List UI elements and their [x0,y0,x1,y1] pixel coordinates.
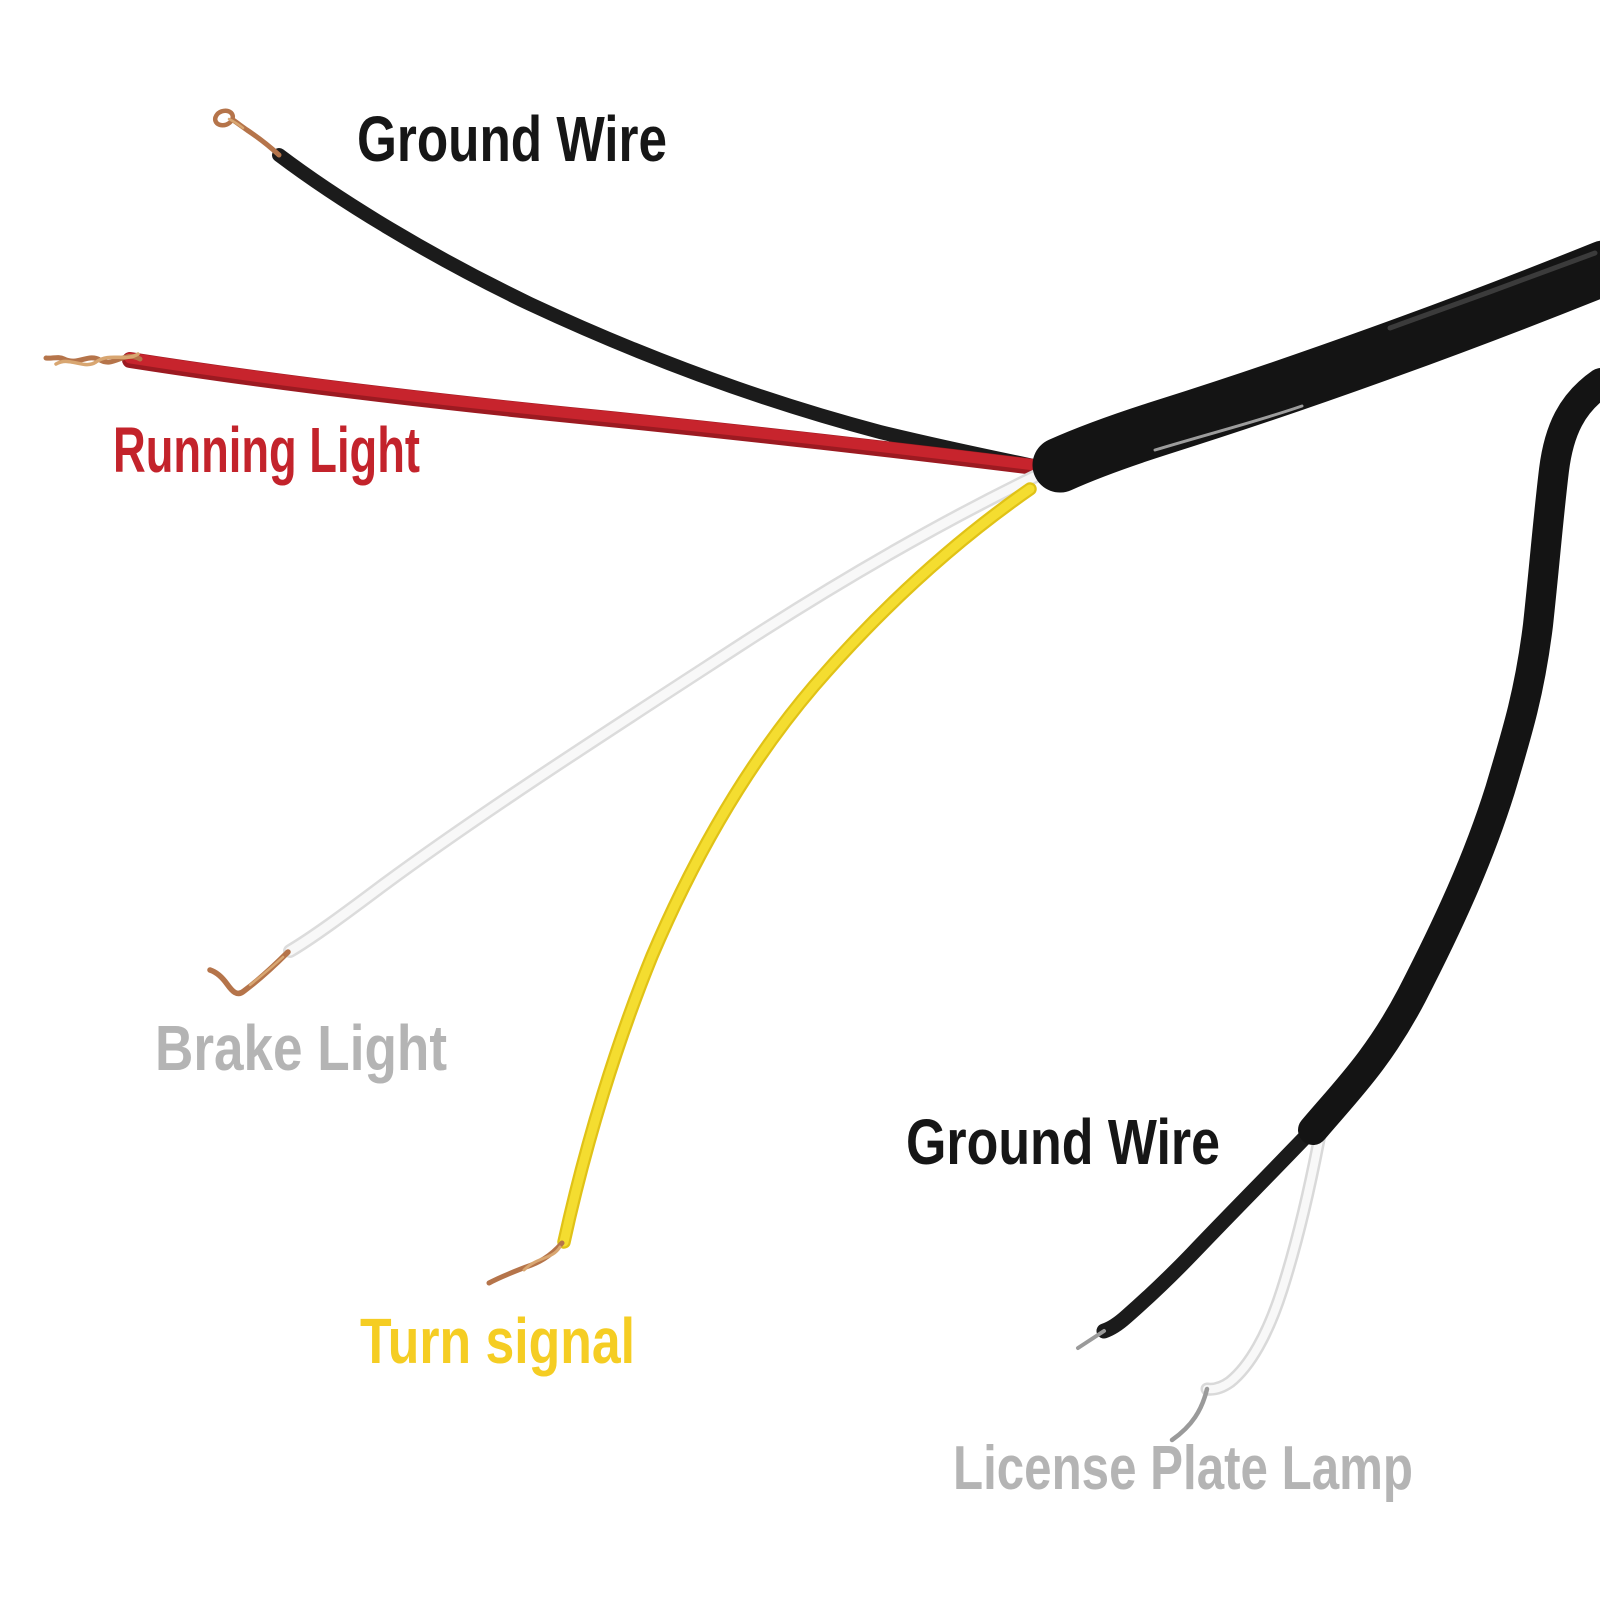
main-cable-sheen-dark [1387,250,1598,331]
running-light-wire [124,352,1049,472]
turn-signal-wire [559,484,1035,1247]
label-ground-wire-top: Ground Wire [357,103,667,175]
right-cable-sheath [1298,368,1600,1145]
license-plate-wire-tinned-tip [1169,1386,1210,1443]
brake-light-wire [285,472,1039,956]
label-running-light: Running Light [113,414,420,486]
copper-highlight-turn-signal [522,1245,562,1272]
copper-highlight-running-light [54,352,140,367]
label-ground-wire-right: Ground Wire [906,1106,1220,1178]
label-brake-light: Brake Light [155,1012,447,1084]
label-turn-signal: Turn signal [360,1305,635,1377]
copper-loop-ground-top [212,108,236,128]
main-cable-sheath [1032,241,1600,493]
ground-wire-right [1096,1122,1320,1339]
main-cable-sheen-light [1153,404,1304,452]
copper-strands-running-light [43,353,143,365]
ground-wire-right-tinned-tip [1076,1329,1106,1350]
copper-highlight-ground-top [227,117,245,130]
label-license-plate-lamp: License Plate Lamp [953,1434,1413,1503]
copper-highlight-brake-light [248,955,285,987]
license-plate-wire [1203,1120,1326,1394]
